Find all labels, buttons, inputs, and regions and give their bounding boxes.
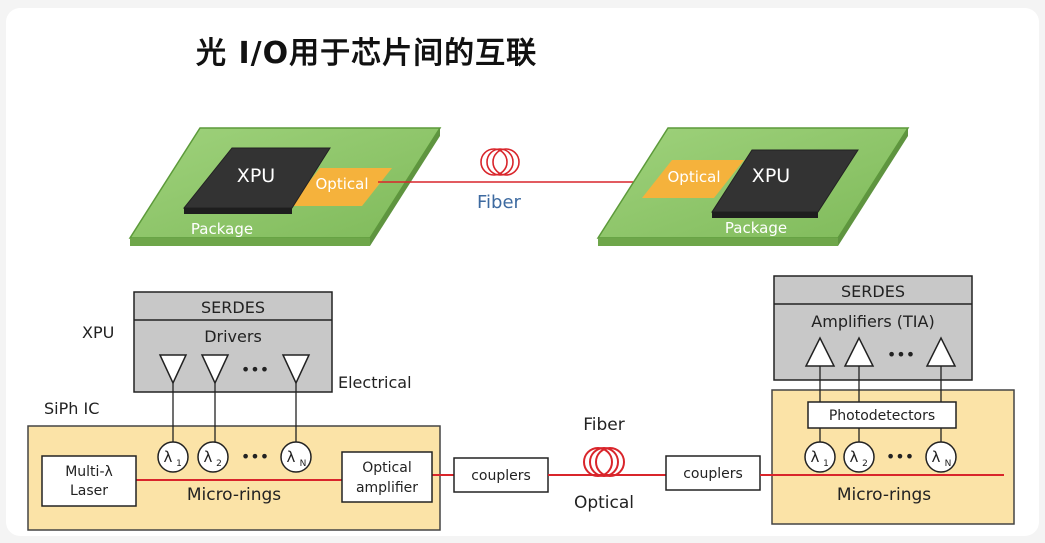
right-lambda-ring-n <box>925 441 957 473</box>
amp-line2: amplifier <box>356 480 418 496</box>
lambda-ring-1 <box>157 441 189 473</box>
left-package-label: Package <box>191 220 253 238</box>
lambda-symbol: λ <box>850 448 859 466</box>
top-fiber-label: Fiber <box>477 192 522 213</box>
right-package-label: Package <box>725 219 787 237</box>
right-lambda-ring-1 <box>804 441 836 473</box>
driver-triangle-icon <box>158 354 188 385</box>
drivers-label: Drivers <box>204 327 262 346</box>
left-serdes-label: SERDES <box>201 298 265 317</box>
right-rings-dots: ••• <box>886 447 914 466</box>
driver-triangle-icon <box>200 354 230 385</box>
amplifiers-dots: ••• <box>887 345 915 364</box>
right-optical-label: Optical <box>668 168 721 186</box>
lambda-symbol: λ <box>287 448 296 466</box>
left-package-group: XPU Optical Package <box>128 127 442 246</box>
lambda-subscript: 1 <box>176 459 182 469</box>
left-couplers-box <box>453 457 549 493</box>
right-optical-block <box>642 160 744 198</box>
laser-line2: Laser <box>70 483 108 499</box>
right-couplers-box <box>665 455 761 491</box>
left-microrings-label: Micro-rings <box>187 485 281 505</box>
top-fiber-coil-icon <box>480 148 520 176</box>
lambda-symbol: λ <box>204 448 213 466</box>
lambda-subscript: 2 <box>862 459 868 469</box>
right-serdes-label: SERDES <box>841 282 905 301</box>
right-package-group: Optical XPU Package <box>596 127 910 246</box>
lambda-subscript: N <box>300 459 307 469</box>
optical-amplifier-box <box>341 451 433 503</box>
lambda-symbol: λ <box>164 448 173 466</box>
left-couplers-label: couplers <box>471 468 531 484</box>
bottom-fiber-label: Fiber <box>583 415 625 435</box>
lambda-subscript: 2 <box>216 459 222 469</box>
lambda-ring-n <box>280 441 312 473</box>
left-rings-dots: ••• <box>241 447 269 466</box>
lambda-ring-2 <box>197 441 229 473</box>
siph-ic-label: SiPh IC <box>44 399 99 418</box>
amp-line1: Optical <box>362 460 411 476</box>
right-couplers-label: couplers <box>683 466 743 482</box>
right-xpu-chip-edge <box>712 212 818 218</box>
left-optical-label: Optical <box>316 175 369 193</box>
multi-lambda-laser-box <box>41 455 137 507</box>
page-title: 光 I/O用于芯片间的互联 <box>196 36 538 71</box>
left-package-board-side <box>370 128 440 246</box>
left-xpu-chip-edge <box>184 208 292 214</box>
driver-triangle-icon <box>281 354 311 385</box>
drivers-dots: ••• <box>241 360 269 379</box>
xpu-label: XPU <box>82 323 114 342</box>
lambda-symbol: λ <box>932 448 941 466</box>
amplifiers-tia-label: Amplifiers (TIA) <box>811 312 934 331</box>
left-xpu-label: XPU <box>237 165 275 187</box>
right-xpu-label: XPU <box>752 165 790 187</box>
bottom-optical-label: Optical <box>574 493 634 513</box>
lambda-subscript: 1 <box>823 459 829 469</box>
left-optical-block <box>290 168 392 206</box>
photodetectors-box <box>807 401 957 429</box>
right-microrings-label: Micro-rings <box>837 485 931 505</box>
left-package-board-edge <box>130 238 370 246</box>
electrical-label: Electrical <box>338 373 412 392</box>
right-package-board-side <box>838 128 908 246</box>
lambda-symbol: λ <box>811 448 820 466</box>
lambda-subscript: N <box>945 459 952 469</box>
right-package-board-edge <box>598 238 838 246</box>
laser-line1: Multi-λ <box>65 464 113 480</box>
photodetectors-label: Photodetectors <box>829 408 935 424</box>
bottom-fiber-coil-icon <box>583 447 625 477</box>
right-lambda-ring-2 <box>843 441 875 473</box>
